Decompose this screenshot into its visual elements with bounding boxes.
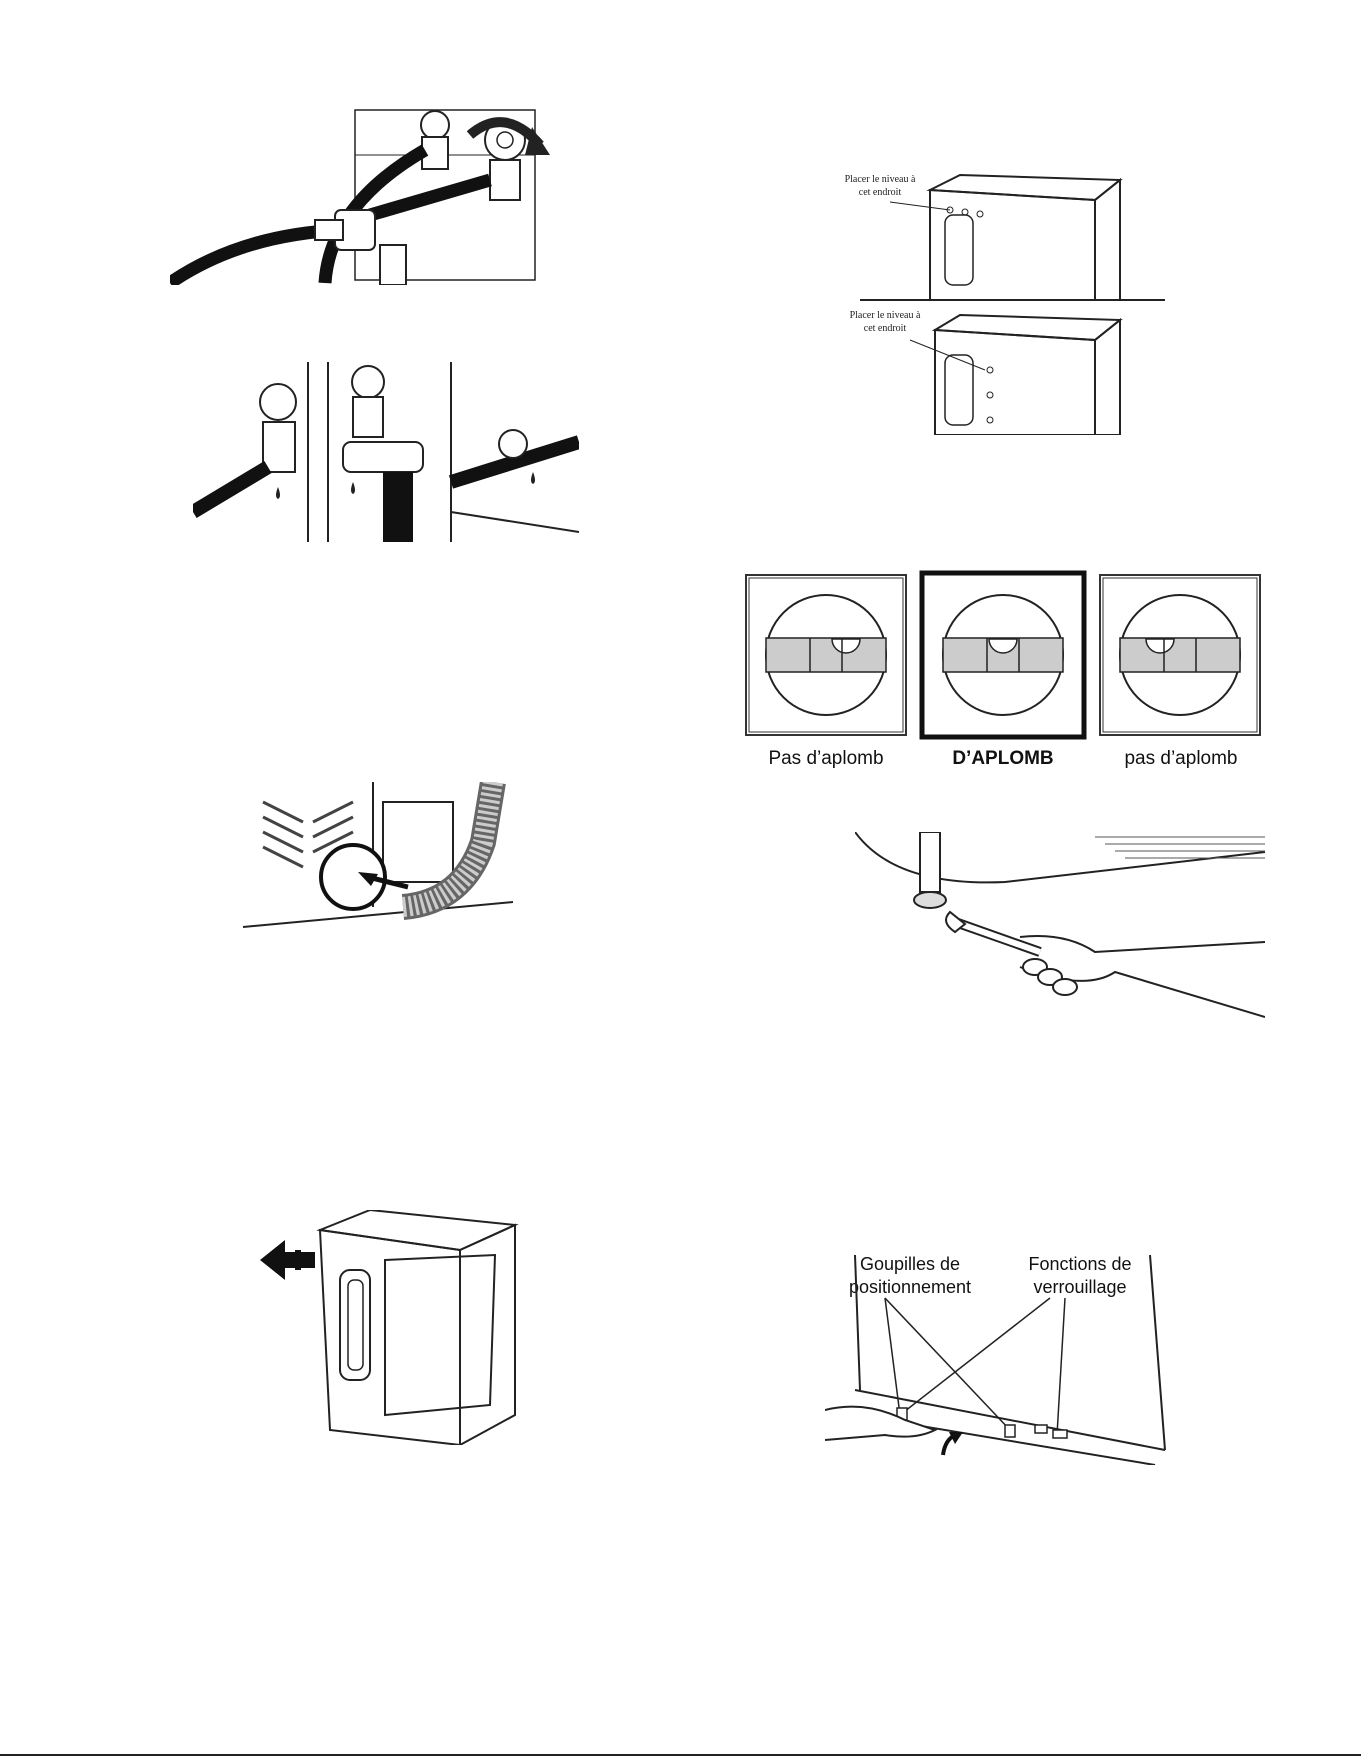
locking-label-2: verrouillage	[1033, 1277, 1126, 1297]
caption-level: D’APLOMB	[922, 748, 1084, 770]
dryer-level-placement-illustration: Placer le niveau à cet endroit Placer le…	[800, 170, 1165, 435]
level-label-top: Placer le niveau à	[845, 174, 916, 185]
stacking-lock-illustration: Goupilles de positionnement Fonctions de…	[825, 1250, 1170, 1465]
drain-hose-illustration	[243, 782, 543, 942]
pins-label-2: positionnement	[849, 1277, 971, 1297]
pins-label: Goupilles de	[860, 1254, 960, 1274]
level-label-bottom: Placer le niveau à	[850, 310, 921, 321]
locking-label: Fonctions de	[1028, 1254, 1131, 1274]
level-label-top-2: cet endroit	[859, 187, 902, 198]
leak-check-illustration	[193, 362, 579, 542]
bubble-level-indicators	[744, 570, 1264, 740]
caption-not-level-right: pas d’aplomb	[1100, 748, 1262, 770]
caption-not-level-left: Pas d’aplomb	[745, 748, 907, 770]
wrench-leveling-leg-illustration	[855, 832, 1265, 1027]
level-label-bottom-2: cet endroit	[864, 323, 907, 334]
page-bottom-rule	[0, 1754, 1361, 1756]
y-connector-hose-illustration	[170, 105, 550, 285]
dryer-push-illustration	[260, 1210, 520, 1445]
